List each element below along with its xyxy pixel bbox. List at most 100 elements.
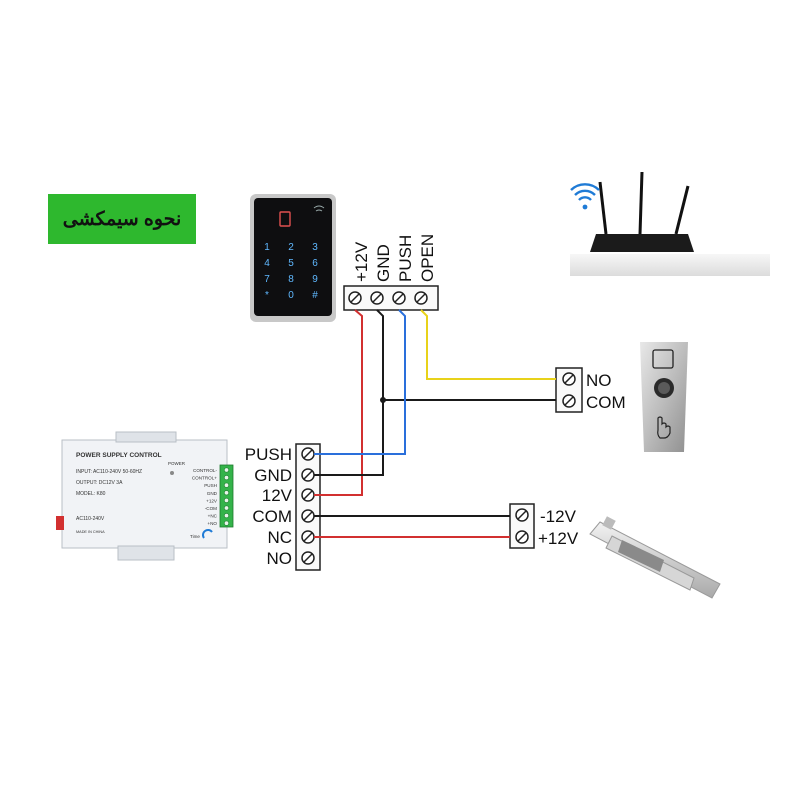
exit-terminal-screws	[562, 372, 576, 408]
psu-screw-0	[301, 447, 315, 461]
psu-screw-1	[301, 468, 315, 482]
psu-green-screw-0	[224, 467, 230, 473]
psu-screw-4	[301, 530, 315, 544]
kp-screw-3	[414, 291, 428, 305]
psu-time-label: Time	[190, 534, 200, 539]
psu-green-terminal	[219, 464, 234, 528]
psu-terminal-housing	[295, 443, 321, 571]
psu-green-screw-6	[224, 513, 230, 519]
keypad-face	[254, 198, 332, 316]
lock-terminal-screws	[515, 508, 529, 544]
psu-ac-label: AC110-240V	[76, 516, 105, 522]
keypad-key-#: #	[312, 290, 318, 301]
title-badge-bg	[48, 194, 196, 244]
psu-green-screw-1	[224, 475, 230, 481]
exit-label-com: COM	[586, 393, 626, 412]
keypad-key-9: 9	[312, 274, 318, 285]
wires	[314, 309, 556, 538]
router-antenna-2	[638, 171, 644, 235]
psu-pin-label-1: CONTROL+	[192, 476, 217, 481]
psu-pin-label-5: -COM	[205, 506, 217, 511]
wifi-router	[570, 171, 770, 276]
lock-terminal-block: -12V +12V	[509, 503, 579, 549]
psu-power-label: POWER	[168, 461, 186, 466]
psu-pin-label-0: CONTROL-	[193, 468, 217, 473]
psu-spec-line-0: INPUT: AC110-240V 50-60HZ	[76, 469, 142, 475]
psu-label-nc: NC	[267, 528, 292, 547]
wire-red-12v	[314, 309, 363, 496]
kp-screw-0	[348, 291, 362, 305]
keypad-key-8: 8	[288, 274, 294, 285]
wire-junction-dot	[380, 397, 386, 403]
lock-screw-1	[515, 530, 529, 544]
exit-button-device	[640, 342, 688, 452]
exit-screw-0	[562, 372, 576, 386]
psu-pin-label-7: +NO	[207, 521, 217, 526]
keypad-key-*: *	[265, 290, 269, 301]
card-reader-icon	[279, 211, 291, 227]
exit-screw-1	[562, 394, 576, 408]
kp-screw-2	[392, 291, 406, 305]
psu-logo-icon	[202, 529, 213, 539]
keypad-key-5: 5	[288, 258, 294, 269]
exit-door-icon	[652, 349, 674, 369]
kp-label-gnd: GND	[374, 244, 393, 282]
psu-power-led	[170, 471, 174, 475]
title-badge-text: نحوه سیمکشی	[63, 209, 182, 230]
psu-label-12v: 12V	[262, 486, 293, 505]
kp-label-open: OPEN	[418, 234, 437, 282]
psu-pin-label-6: +NC	[208, 514, 218, 519]
hand-press-icon	[657, 416, 671, 439]
lock-label-minus12v: -12V	[540, 507, 577, 526]
psu-label-push: PUSH	[245, 445, 292, 464]
kp-label-12v: +12V	[352, 241, 371, 282]
rfid-wave-icon	[313, 205, 325, 212]
psu-screw-5	[301, 551, 315, 565]
wire-black-gnd	[314, 309, 384, 476]
keypad-key-0: 0	[288, 290, 294, 301]
keypad-key-7: 7	[264, 274, 270, 285]
psu-screw-2	[301, 488, 315, 502]
exit-label-no: NO	[586, 371, 612, 390]
keypad-key-4: 4	[264, 258, 270, 269]
keypad-key-1: 1	[264, 242, 270, 253]
wifi-signal-icon	[570, 183, 600, 210]
psu-power-cable	[56, 516, 64, 530]
psu-green-screw-2	[224, 482, 230, 488]
psu-terminal-screws	[301, 447, 315, 565]
router-shelf	[570, 254, 770, 276]
electric-lock-device	[589, 516, 721, 599]
keypad-key-2: 2	[288, 242, 294, 253]
keypad-terminal-screws	[348, 291, 428, 305]
psu-green-screw-7	[224, 520, 230, 526]
psu-green-screw-5	[224, 505, 230, 511]
kp-screw-1	[370, 291, 384, 305]
psu-title: POWER SUPPLY CONTROL	[76, 452, 162, 459]
power-supply-device: POWER SUPPLY CONTROL POWER INPUT: AC110-…	[56, 431, 234, 561]
lock-screw-tab	[602, 516, 616, 530]
router-antenna-3	[674, 185, 690, 235]
kp-label-push: PUSH	[396, 235, 415, 282]
wire-yellow-open	[420, 309, 556, 380]
wire-blue-push	[314, 309, 406, 455]
psu-mount-top	[115, 431, 177, 443]
psu-made-in: MADE IN CHINA	[76, 530, 105, 534]
psu-label-no: NO	[267, 549, 293, 568]
psu-pin-label-2: PUSH	[204, 483, 217, 488]
title-badge: نحوه سیمکشی	[48, 194, 196, 244]
router-body	[590, 234, 694, 252]
keypad-key-3: 3	[312, 242, 318, 253]
lock-latch	[618, 540, 664, 572]
router-antenna-1	[598, 181, 608, 235]
psu-spec-line-2: MODEL: K80	[76, 491, 106, 497]
psu-pin-label-4: +12V	[206, 498, 218, 503]
lock-label-plus12v: +12V	[538, 529, 579, 548]
psu-screw-3	[301, 509, 315, 523]
exit-terminal-block: NO COM	[555, 367, 626, 413]
